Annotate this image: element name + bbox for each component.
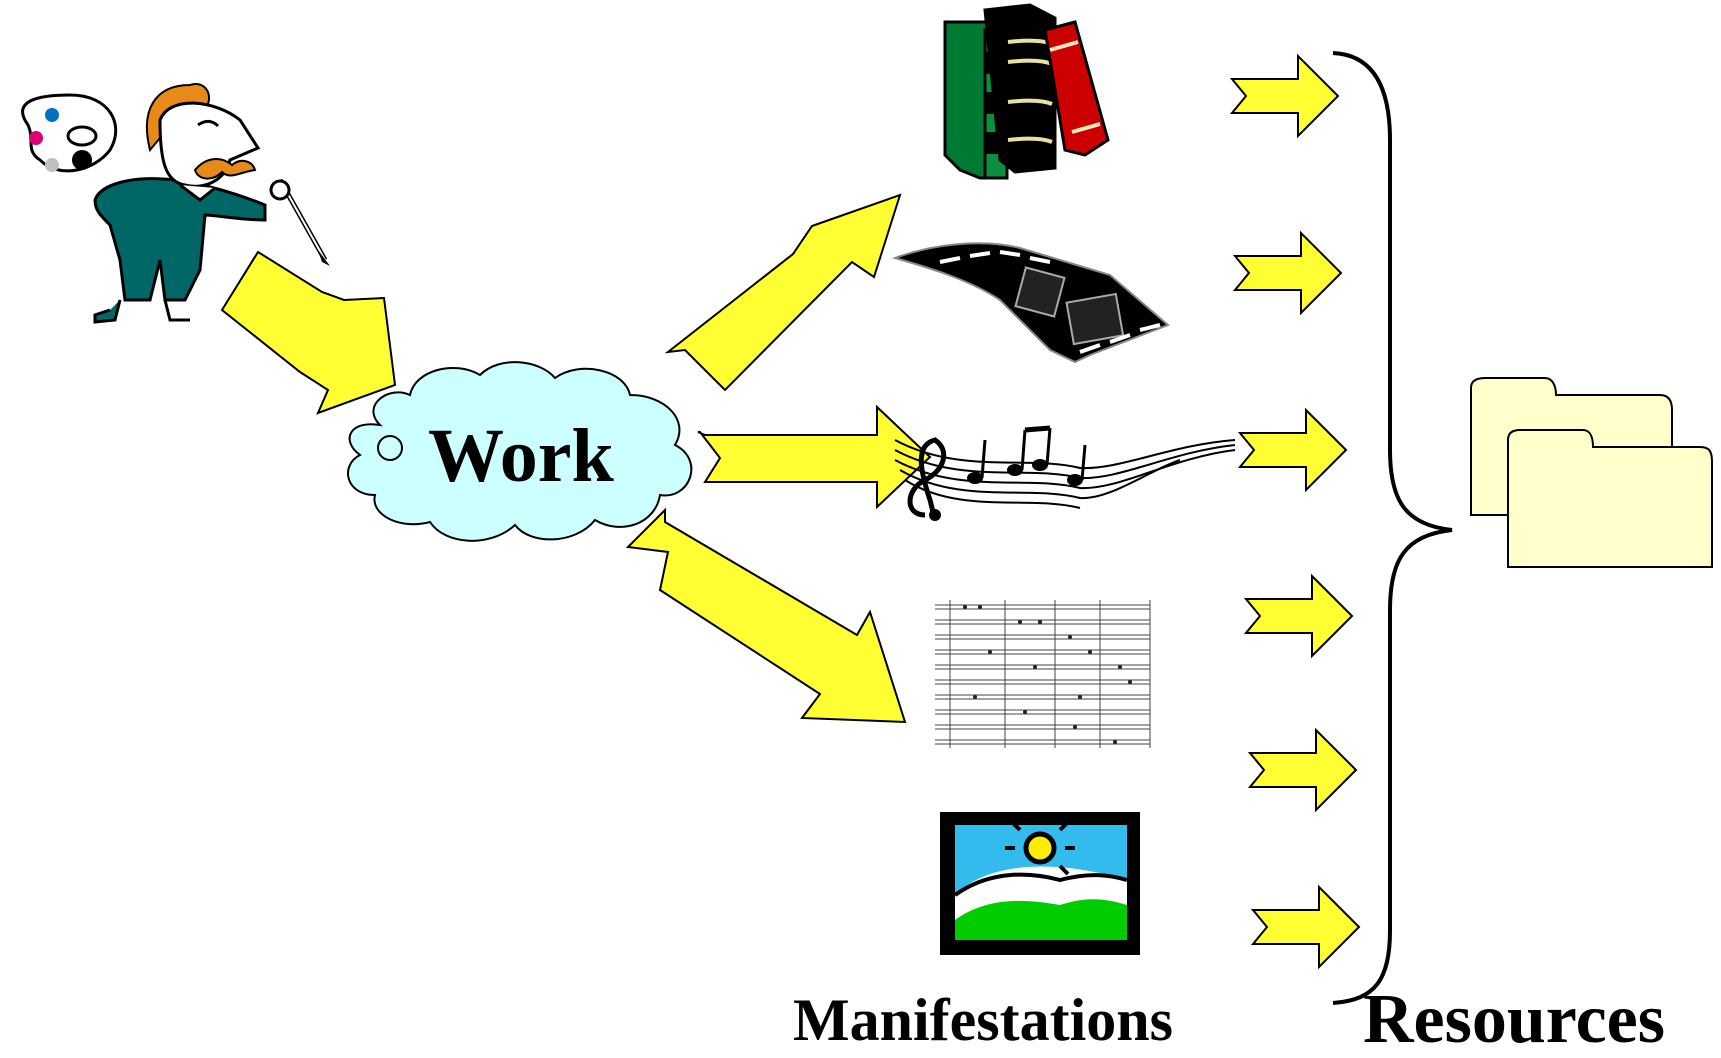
painter-artist-icon	[21, 83, 330, 324]
arrow-work-to-score	[625, 507, 907, 724]
arrow-picture-to-resources	[1252, 886, 1360, 968]
arrow-books-to-resources	[1231, 55, 1339, 137]
curly-brace	[1332, 51, 1453, 1005]
arrow-music-to-resources	[1239, 409, 1347, 491]
work-cloud	[347, 361, 693, 542]
music-notes-icon	[894, 425, 1236, 521]
manifestations-label: Manifestations	[793, 987, 1173, 1053]
arrow-work-to-books	[664, 193, 902, 392]
folders-icon	[1470, 377, 1713, 568]
arrow-film-to-resources	[1234, 232, 1342, 314]
arrow-score2-to-resources	[1249, 729, 1357, 811]
books-icon	[943, 3, 1110, 180]
arrow-creator-to-work	[220, 250, 397, 415]
landscape-picture-icon	[940, 812, 1140, 955]
arrow-work-to-music	[697, 404, 932, 510]
resources-label: Resources	[1363, 981, 1665, 1058]
film-strip-icon	[891, 242, 1170, 364]
sheet-music-score-icon	[930, 598, 1155, 750]
arrow-score-to-resources	[1245, 575, 1353, 657]
work-label: Work	[428, 414, 614, 498]
